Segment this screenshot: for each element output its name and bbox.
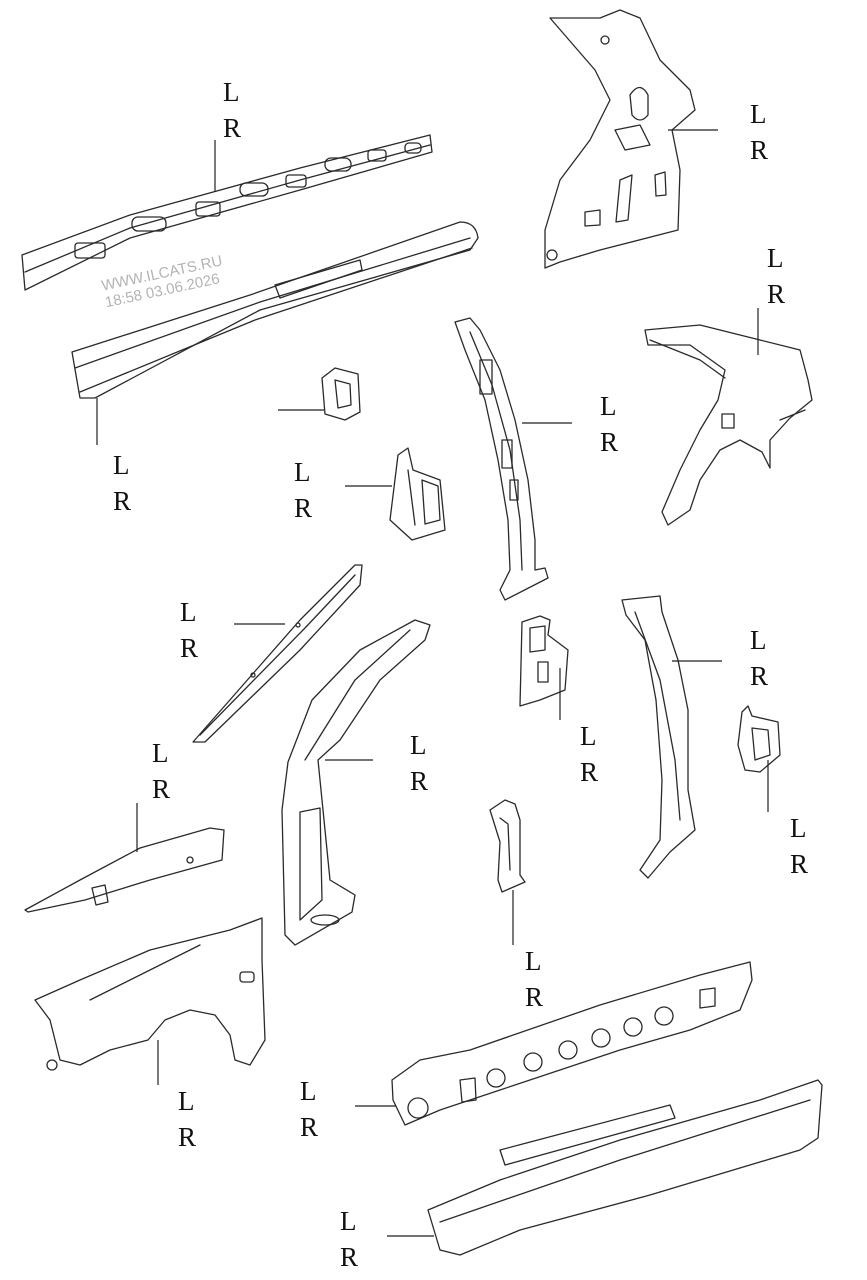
rear-quarter-inner-part[interactable] — [544, 9, 696, 269]
roof-side-strip-part[interactable] — [192, 564, 363, 743]
pillar-bracket-part[interactable] — [519, 615, 569, 707]
side-left-label: L — [178, 1086, 195, 1116]
front-fender-part[interactable] — [34, 917, 266, 1071]
side-left-label: L — [113, 450, 130, 480]
side-left-label: L — [152, 738, 169, 768]
callout-pillar-bracket: L R — [580, 718, 598, 790]
roof-side-rail-inner-part[interactable] — [21, 134, 433, 291]
callout-front-pillar: L R — [410, 727, 428, 799]
side-left-label: L — [750, 625, 767, 655]
side-left-label: L — [580, 721, 597, 751]
side-right-label: R — [580, 757, 599, 787]
callout-rear-quarter-inner: L R — [750, 96, 768, 168]
side-right-label: R — [410, 766, 429, 796]
side-right-label: R — [750, 661, 769, 691]
right-bracket-part[interactable] — [737, 705, 781, 773]
center-pillar-outer-part[interactable] — [621, 595, 696, 879]
callout-front-fender: L R — [178, 1083, 196, 1155]
callout-roof-side-strip: L R — [180, 594, 198, 666]
side-left-label: L — [223, 77, 240, 107]
side-right-label: R — [750, 135, 769, 165]
side-left-label: L — [750, 99, 767, 129]
side-right-label: R — [152, 774, 171, 804]
side-left-label: L — [300, 1076, 317, 1106]
side-right-label: R — [300, 1112, 319, 1142]
callout-b-pillar-inner: L R — [600, 388, 618, 460]
callout-center-bracket: L R — [294, 454, 312, 526]
callout-right-bracket: L R — [790, 810, 808, 882]
callout-rear-quarter-outer: L R — [767, 240, 785, 312]
b-pillar-inner-part[interactable] — [454, 317, 549, 601]
callout-fender-apron: L R — [152, 735, 170, 807]
rocker-outer-panel-part[interactable] — [427, 1079, 823, 1256]
side-right-label: R — [294, 493, 313, 523]
side-right-label: R — [178, 1122, 197, 1152]
callout-roof-side-rail-outer: L R — [113, 447, 131, 519]
side-left-label: L — [525, 946, 542, 976]
callout-pillar-garnish-strip: L R — [525, 943, 543, 1015]
side-right-label: R — [340, 1242, 359, 1272]
fender-apron-part[interactable] — [24, 827, 225, 913]
side-right-label: R — [790, 849, 809, 879]
side-right-label: R — [767, 279, 786, 309]
side-left-label: L — [767, 243, 784, 273]
rocker-inner-panel-part[interactable] — [391, 961, 753, 1126]
side-left-label: L — [340, 1206, 357, 1236]
side-left-label: L — [410, 730, 427, 760]
roof-side-rail-outer-part[interactable] — [71, 221, 479, 399]
side-left-label: L — [600, 391, 617, 421]
side-right-label: R — [223, 113, 242, 143]
center-pillar-bracket-part[interactable] — [389, 447, 446, 541]
callout-roof-side-rail-inner: L R — [223, 74, 241, 146]
side-right-label: R — [525, 982, 544, 1012]
side-right-label: R — [600, 427, 619, 457]
side-right-label: R — [180, 633, 199, 663]
side-left-label: L — [790, 813, 807, 843]
callout-rocker-outer: L R — [340, 1203, 358, 1275]
pillar-garnish-strip-part[interactable] — [489, 799, 526, 893]
side-left-label: L — [294, 457, 311, 487]
callout-rocker-inner: L R — [300, 1073, 318, 1145]
callout-center-pillar-outer: L R — [750, 622, 768, 694]
front-pillar-part[interactable] — [281, 619, 431, 946]
side-right-label: R — [113, 486, 132, 516]
small-bracket-part[interactable] — [321, 367, 361, 421]
side-left-label: L — [180, 597, 197, 627]
rear-quarter-outer-panel-part[interactable] — [644, 324, 813, 526]
